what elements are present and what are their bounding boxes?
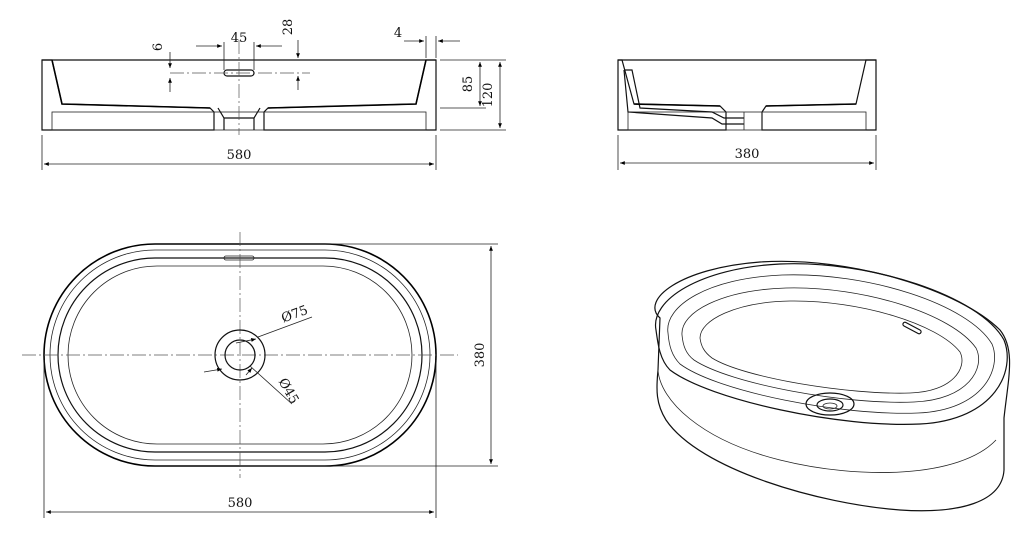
front-left-wall <box>41 59 215 131</box>
side-right-wall <box>761 59 877 131</box>
dim-total-height: 120 <box>481 83 496 108</box>
iso-overflow-slot <box>902 321 922 335</box>
top-drain-inner <box>224 339 256 371</box>
dim-drain-depth: 28 <box>281 19 296 36</box>
side-section-view: 380 <box>617 59 877 170</box>
front-section-view: 580 45 6 28 4 85 120 <box>41 19 506 170</box>
dim-top-height: 380 <box>473 343 488 368</box>
iso-rim-outer <box>654 263 1008 425</box>
iso-outer-body <box>654 260 1011 512</box>
side-left-wall <box>617 59 727 131</box>
iso-rim-inner <box>667 274 995 414</box>
dim-outer-drain: Ø75 <box>279 303 310 326</box>
dim-side-width: 380 <box>735 147 760 162</box>
dim-drain-width: 45 <box>231 31 248 46</box>
front-right-wall <box>263 59 437 131</box>
dim-slot-height: 6 <box>151 43 166 51</box>
iso-drain-outer <box>805 392 855 416</box>
isometric-view <box>654 260 1011 512</box>
iso-body-side <box>657 369 997 473</box>
front-bowl-inner <box>51 59 427 109</box>
dim-rim-thickness: 4 <box>394 26 402 41</box>
top-overflow-slot <box>223 255 255 261</box>
iso-drain-inner <box>816 398 844 412</box>
iso-bowl-floor <box>699 300 963 394</box>
dim-front-width: 580 <box>227 148 252 163</box>
top-view: Ø75 Ø45 380 580 <box>22 232 498 518</box>
side-overflow-channel <box>623 69 744 125</box>
dim-inner-drain: Ø45 <box>275 376 302 407</box>
iso-bowl-ledge <box>681 287 980 403</box>
dim-inner-depth: 85 <box>461 76 476 93</box>
top-drain-outer <box>214 329 266 381</box>
dim-top-width: 580 <box>228 496 253 511</box>
